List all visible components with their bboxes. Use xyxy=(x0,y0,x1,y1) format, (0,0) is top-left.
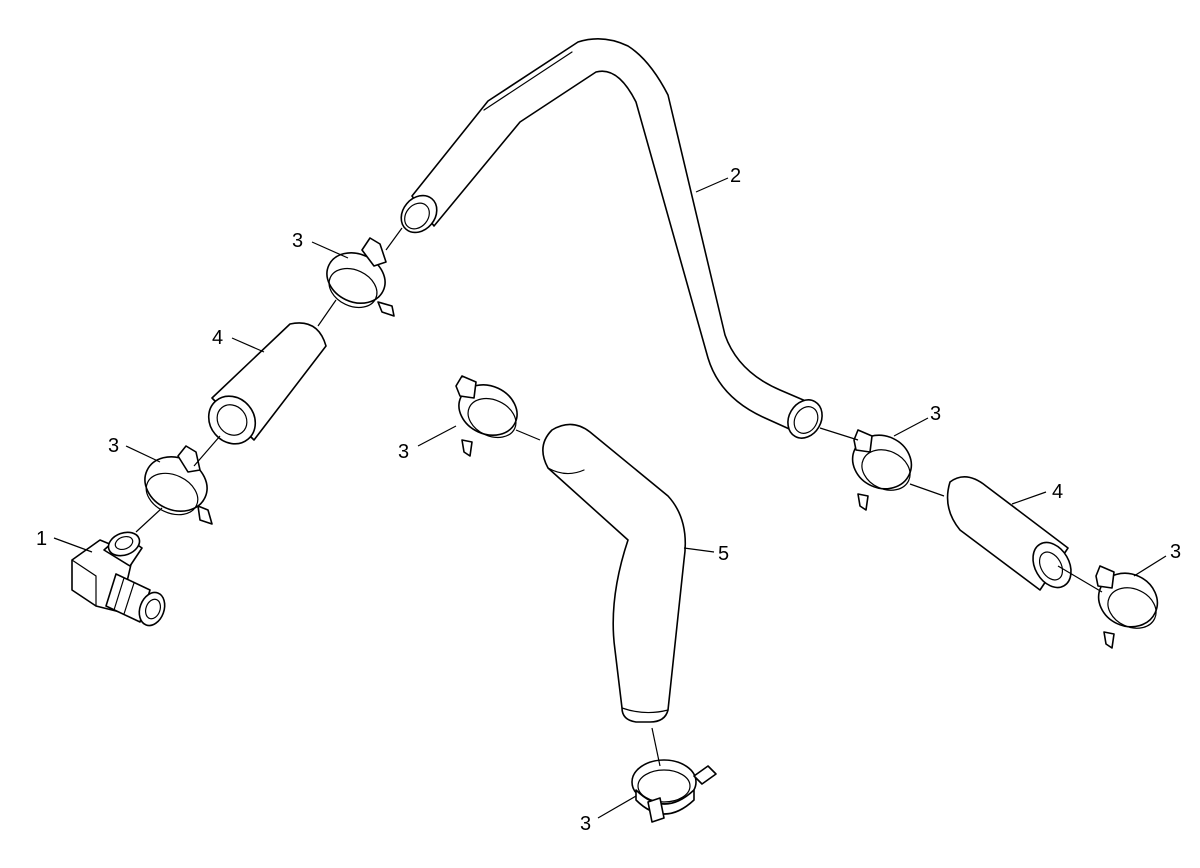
callout-3-right-lower: 3 xyxy=(1170,541,1181,563)
clamp-right-lower xyxy=(1095,565,1159,649)
hose-long xyxy=(400,38,823,439)
clamp-right-upper xyxy=(851,429,913,511)
callouts: 1 2 3 4 3 3 3 4 5 3 3 xyxy=(36,165,1181,835)
callout-5: 5 xyxy=(718,543,729,565)
callout-1: 1 xyxy=(36,528,47,550)
clamp-top-left xyxy=(326,237,395,317)
elbow-fitting xyxy=(71,531,166,627)
callout-3-top-left: 3 xyxy=(292,230,303,252)
callout-3-bottom: 3 xyxy=(580,813,591,835)
callout-3-center: 3 xyxy=(398,441,409,463)
callout-2: 2 xyxy=(730,165,741,187)
clamp-center xyxy=(455,375,518,457)
callout-3-mid-left: 3 xyxy=(108,435,119,457)
callout-3-right-upper: 3 xyxy=(930,403,941,425)
clamp-bottom xyxy=(631,759,717,823)
sleeve-right xyxy=(946,476,1072,591)
callout-4-right: 4 xyxy=(1052,481,1063,503)
sleeve-left xyxy=(207,322,327,445)
hose-short xyxy=(542,423,687,723)
callout-leaders xyxy=(53,177,1167,819)
callout-4-left: 4 xyxy=(212,327,223,349)
clamp-mid-left xyxy=(144,445,213,525)
assembly-lines xyxy=(135,227,1103,767)
